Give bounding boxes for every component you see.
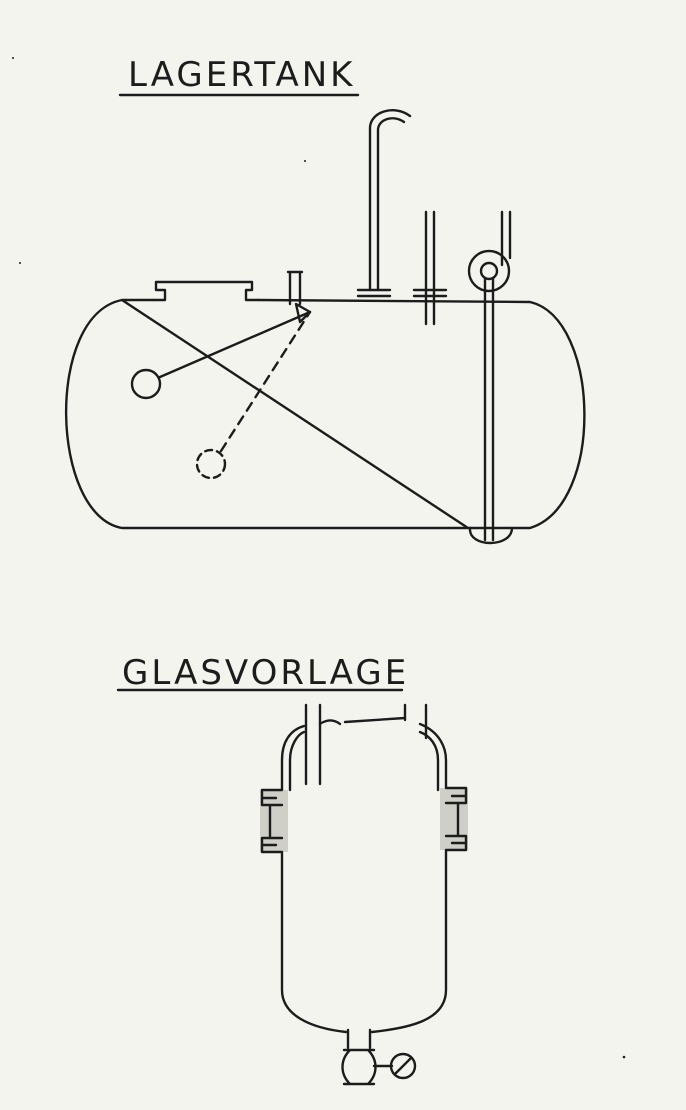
glass-vessel-inner-top	[288, 730, 440, 792]
lagertank-title: LAGERTANK	[128, 55, 356, 95]
suction-pipe-coil-inner	[479, 261, 499, 281]
speck	[622, 1055, 626, 1059]
float-pivot	[294, 302, 312, 324]
vent-flange	[356, 288, 392, 298]
flange-right	[440, 786, 468, 852]
vent-pipe	[368, 109, 412, 292]
tank-manhole	[152, 280, 260, 302]
suction-pipe-coil-outer	[467, 249, 511, 293]
float-ball	[130, 368, 162, 400]
fill-pipe	[424, 210, 436, 326]
valve-handwheel-spoke	[393, 1056, 413, 1076]
float-ball-lowered	[195, 448, 227, 480]
flange-left	[260, 788, 288, 854]
float-arm	[158, 310, 312, 379]
inlet-pipe-right	[403, 703, 428, 740]
speck	[12, 57, 14, 59]
fill-pipe-flange	[412, 288, 448, 298]
lagertank-drawing	[64, 109, 586, 545]
glass-vessel-body	[280, 716, 448, 1034]
valve-handwheel	[389, 1052, 417, 1080]
glasvorlage-title: GLASVORLAGE	[122, 653, 410, 693]
tank-shell	[64, 298, 586, 530]
glasvorlage-drawing	[260, 703, 468, 1086]
suction-pipe-down	[483, 276, 495, 542]
tank-sump	[468, 526, 514, 545]
float-gauge-nozzle	[286, 270, 304, 306]
inlet-pipe-left	[304, 703, 322, 786]
speck	[19, 262, 21, 264]
outlet-pipe	[346, 1028, 372, 1050]
speck	[304, 160, 306, 162]
outlet-valve-body	[341, 1048, 394, 1086]
float-arm-lowered	[219, 310, 312, 453]
